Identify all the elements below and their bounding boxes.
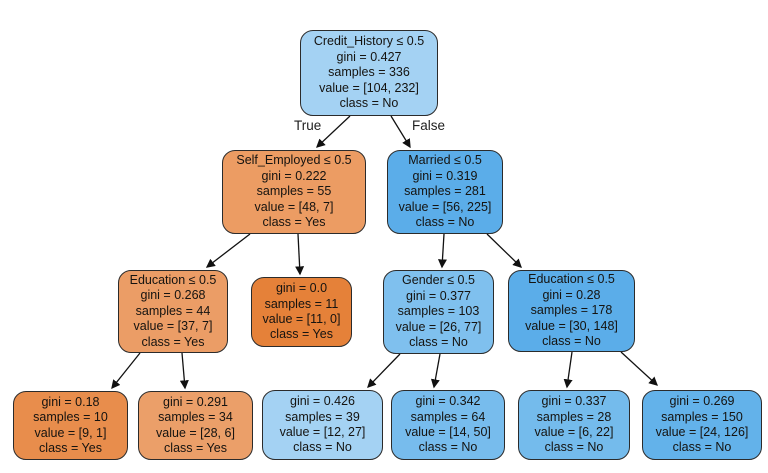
edge-educationleft-leaf1 [111, 352, 141, 390]
edge-educationright-leaf5 [563, 351, 573, 389]
tree-node-pure-leaf: gini = 0.0 samples = 11 value = [11, 0] … [251, 277, 352, 347]
node-condition: Credit_History ≤ 0.5 [313, 34, 425, 49]
node-samples: samples = 11 [264, 296, 339, 311]
node-value: value = [56, 225] [398, 199, 492, 214]
node-condition: Gender ≤ 0.5 [402, 273, 475, 288]
node-gini: gini = 0.28 [542, 287, 601, 302]
node-class: class = Yes [39, 440, 102, 455]
node-value: value = [28, 6] [156, 425, 235, 440]
node-gini: gini = 0.268 [140, 288, 206, 303]
tree-leaf-4: gini = 0.342 samples = 64 value = [14, 5… [391, 390, 505, 460]
node-class: class = Yes [270, 327, 333, 342]
edge-selfemployed-educationleft [205, 233, 251, 268]
node-class: class = No [409, 335, 468, 350]
tree-leaf-6: gini = 0.269 samples = 150 value = [24, … [642, 390, 762, 460]
node-samples: samples = 150 [661, 409, 743, 424]
tree-node-education-right: Education ≤ 0.5 gini = 0.28 samples = 17… [508, 270, 635, 352]
node-value: value = [6, 22] [534, 425, 614, 439]
node-value: value = [11, 0] [262, 312, 341, 326]
node-class: class = No [672, 440, 732, 455]
node-value: value = [104, 232] [319, 80, 419, 95]
node-samples: samples = 10 [33, 410, 108, 425]
node-samples: samples = 281 [404, 184, 486, 199]
edge-educationright-leaf6 [620, 351, 658, 386]
node-class: class = No [293, 440, 352, 455]
node-value: value = [26, 77] [395, 319, 482, 334]
tree-node-self-employed: Self_Employed ≤ 0.5 gini = 0.222 samples… [222, 150, 366, 234]
edge-gender-leaf4 [430, 353, 441, 389]
node-gini: gini = 0.0 [275, 281, 328, 296]
node-class: class = No [415, 215, 475, 230]
tree-leaf-3: gini = 0.426 samples = 39 value = [12, 2… [262, 390, 383, 460]
node-class: class = Yes [141, 334, 205, 349]
node-samples: samples = 39 [285, 409, 360, 424]
node-condition: Married ≤ 0.5 [408, 153, 482, 168]
tree-node-gender: Gender ≤ 0.5 gini = 0.377 samples = 103 … [383, 270, 494, 354]
edge-gender-leaf3 [367, 353, 401, 388]
node-condition: Education ≤ 0.5 [528, 272, 615, 287]
node-gini: gini = 0.426 [290, 394, 355, 409]
node-value: value = [37, 7] [133, 319, 213, 334]
node-samples: samples = 28 [536, 409, 612, 424]
node-samples: samples = 178 [530, 303, 613, 318]
node-gini: gini = 0.337 [541, 394, 607, 409]
node-samples: samples = 55 [256, 184, 332, 199]
node-gini: gini = 0.319 [412, 168, 478, 183]
node-value: value = [14, 50] [405, 425, 491, 439]
edge-root-false [390, 115, 411, 149]
node-gini: gini = 0.377 [406, 288, 471, 303]
node-value: value = [24, 126] [655, 425, 749, 439]
node-gini: gini = 0.342 [415, 394, 481, 409]
node-class: class = Yes [164, 440, 227, 455]
edge-root-true [316, 115, 351, 148]
node-gini: gini = 0.269 [669, 394, 735, 409]
node-class: class = No [339, 96, 399, 111]
node-value: value = [12, 27] [279, 425, 366, 439]
node-class: class = No [418, 440, 478, 455]
node-gini: gini = 0.18 [41, 394, 100, 409]
node-class: class = Yes [262, 215, 326, 230]
tree-node-root-credit-history: Credit_History ≤ 0.5 gini = 0.427 sample… [300, 30, 438, 116]
tree-leaf-5: gini = 0.337 samples = 28 value = [6, 22… [518, 390, 630, 460]
node-condition: Education ≤ 0.5 [129, 272, 217, 287]
node-samples: samples = 44 [135, 303, 211, 318]
edge-label-false: False [412, 118, 446, 133]
node-samples: samples = 64 [410, 409, 486, 424]
node-gini: gini = 0.427 [336, 49, 402, 64]
node-gini: gini = 0.291 [163, 394, 228, 409]
tree-node-education-left: Education ≤ 0.5 gini = 0.268 samples = 4… [118, 270, 228, 353]
node-class: class = No [544, 440, 604, 455]
node-gini: gini = 0.222 [261, 168, 327, 183]
node-samples: samples = 34 [158, 410, 233, 425]
edge-married-gender [437, 233, 447, 269]
node-value: value = [48, 7] [254, 199, 334, 214]
edge-selfemployed-pureleaf [295, 233, 305, 276]
node-value: value = [9, 1] [34, 425, 107, 440]
node-condition: Self_Employed ≤ 0.5 [236, 153, 352, 168]
node-samples: samples = 336 [328, 65, 410, 80]
node-samples: samples = 103 [397, 304, 480, 319]
tree-node-married: Married ≤ 0.5 gini = 0.319 samples = 281… [387, 150, 503, 234]
tree-leaf-2: gini = 0.291 samples = 34 value = [28, 6… [138, 391, 253, 460]
edge-educationleft-leaf2 [179, 352, 189, 390]
edge-label-true: True [294, 118, 322, 133]
edge-married-educationright [486, 233, 522, 268]
node-value: value = [30, 148] [525, 318, 618, 333]
tree-leaf-1: gini = 0.18 samples = 10 value = [9, 1] … [13, 391, 128, 460]
node-class: class = No [542, 334, 601, 349]
